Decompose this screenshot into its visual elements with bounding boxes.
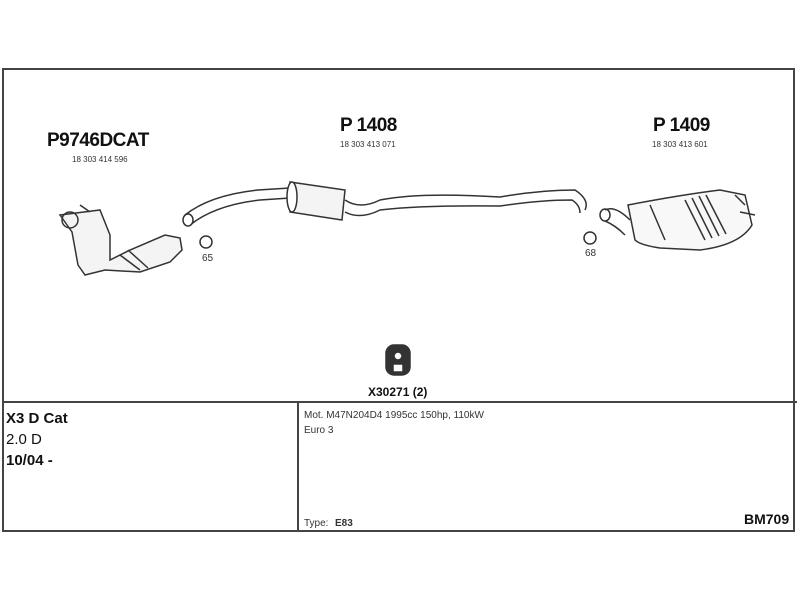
clamp-label-65: 65 (202, 253, 214, 264)
rear-muffler-icon (599, 189, 756, 251)
vehicle-date: 10/04 - (6, 452, 53, 469)
rubber-mount-icon (385, 344, 411, 376)
emission-info: Euro 3 (304, 425, 334, 436)
part-number-middle: P 1408 (340, 115, 397, 136)
middle-pipe-icon (182, 181, 587, 227)
motor-info: Mot. M47N204D4 1995cc 150hp, 110kW (304, 410, 484, 421)
clamp-label-68: 68 (585, 248, 597, 259)
diagram-frame (2, 68, 795, 532)
type-value: E83 (335, 518, 353, 529)
part-number-cat: P9746DCAT (47, 130, 149, 151)
vehicle-engine: 2.0 D (6, 431, 42, 448)
divider (297, 402, 299, 532)
mount-label: X30271 (2) (368, 385, 428, 399)
part-number-rear: P 1409 (653, 115, 710, 136)
vehicle-model: X3 D Cat (6, 410, 68, 427)
oe-number-middle: 18 303 413 071 (340, 140, 396, 149)
type-label: Type: (304, 518, 329, 529)
catalytic-converter-icon (58, 204, 183, 276)
clamp-icon (199, 231, 597, 249)
oe-number-cat: 18 303 414 596 (72, 155, 128, 164)
oe-number-rear: 18 303 413 601 (652, 140, 708, 149)
diagram-code: BM709 (744, 511, 790, 527)
divider (2, 401, 797, 403)
